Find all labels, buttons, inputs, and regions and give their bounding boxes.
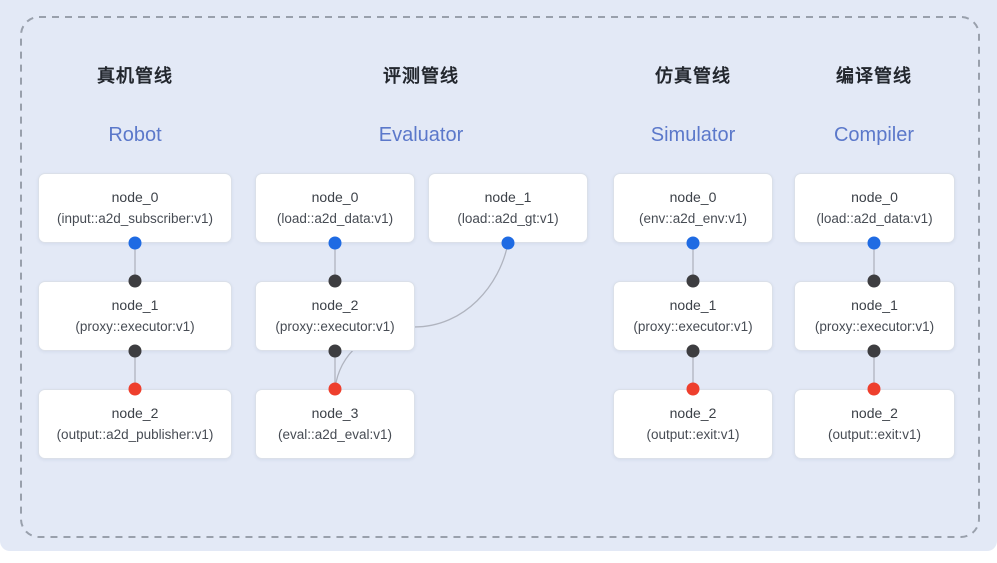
node-name: node_2: [851, 405, 898, 421]
node-detail: (proxy::executor:v1): [633, 319, 753, 334]
pipeline-header-compiler: 编译管线 Compiler: [764, 64, 984, 148]
pipeline-header-robot: 真机管线 Robot: [25, 64, 245, 148]
output-port-dot-blue: [128, 236, 142, 250]
node-box-robot-node-0: node_0 (input::a2d_subscriber:v1): [38, 173, 232, 243]
node-box-compiler-node-2: node_2 (output::exit:v1): [794, 389, 955, 459]
node-box-evaluator-node-3: node_3 (eval::a2d_eval:v1): [255, 389, 415, 459]
output-port-dot-blue: [867, 236, 881, 250]
node-name: node_2: [311, 297, 359, 313]
node-detail: (input::a2d_subscriber:v1): [56, 211, 214, 226]
node-detail: (load::a2d_gt:v1): [457, 211, 559, 226]
output-port-dot-blue: [686, 236, 700, 250]
pipeline-title-zh-evaluator: 评测管线: [383, 66, 459, 86]
node-box-simulator-node-1: node_1 (proxy::executor:v1): [613, 281, 773, 351]
input-port-dot-red: [128, 382, 142, 396]
input-port-dot-red: [686, 382, 700, 396]
pipeline-title-zh-robot: 真机管线: [97, 66, 173, 86]
node-box-simulator-node-2: node_2 (output::exit:v1): [613, 389, 773, 459]
node-name: node_1: [484, 189, 532, 205]
node-detail: (proxy::executor:v1): [75, 319, 195, 334]
node-name: node_1: [669, 297, 717, 313]
pipeline-title-en-simulator: Simulator: [650, 124, 736, 146]
input-port-dot-black: [128, 274, 142, 288]
node-box-evaluator-node-0: node_0 (load::a2d_data:v1): [255, 173, 415, 243]
input-port-dot-red: [328, 382, 342, 396]
output-port-dot-black: [128, 344, 142, 358]
node-name: node_0: [111, 189, 159, 205]
input-port-dot-black: [328, 274, 342, 288]
node-box-evaluator-node-2: node_2 (proxy::executor:v1): [255, 281, 415, 351]
output-port-dot-blue: [501, 236, 515, 250]
node-name: node_1: [851, 297, 898, 313]
node-box-simulator-node-0: node_0 (env::a2d_env:v1): [613, 173, 773, 243]
node-detail: (eval::a2d_eval:v1): [277, 427, 393, 442]
node-detail: (output::exit:v1): [827, 427, 922, 442]
pipeline-header-simulator: 仿真管线 Simulator: [583, 64, 803, 148]
node-detail: (output::exit:v1): [646, 427, 740, 442]
input-port-dot-red: [867, 382, 881, 396]
diagram-background-panel: [0, 0, 997, 551]
node-detail: (output::a2d_publisher:v1): [56, 427, 214, 442]
node-name: node_0: [851, 189, 898, 205]
node-name: node_0: [311, 189, 359, 205]
output-port-dot-blue: [328, 236, 342, 250]
node-detail: (env::a2d_env:v1): [638, 211, 748, 226]
pipeline-title-en-evaluator: Evaluator: [378, 124, 464, 146]
node-box-compiler-node-0: node_0 (load::a2d_data:v1): [794, 173, 955, 243]
output-port-dot-black: [867, 344, 881, 358]
node-detail: (proxy::executor:v1): [814, 319, 935, 334]
node-name: node_2: [669, 405, 717, 421]
node-box-evaluator-node-1: node_1 (load::a2d_gt:v1): [428, 173, 588, 243]
input-port-dot-black: [867, 274, 881, 288]
pipeline-header-evaluator: 评测管线 Evaluator: [311, 64, 531, 148]
node-detail: (proxy::executor:v1): [275, 319, 395, 334]
output-port-dot-black: [686, 344, 700, 358]
pipeline-title-en-compiler: Compiler: [833, 124, 915, 146]
dashed-border: [20, 16, 980, 538]
node-name: node_0: [669, 189, 717, 205]
node-detail: (load::a2d_data:v1): [816, 211, 933, 226]
node-box-robot-node-2: node_2 (output::a2d_publisher:v1): [38, 389, 232, 459]
pipeline-title-zh-compiler: 编译管线: [836, 66, 912, 86]
node-name: node_3: [311, 405, 359, 421]
node-box-compiler-node-1: node_1 (proxy::executor:v1): [794, 281, 955, 351]
node-name: node_1: [111, 297, 159, 313]
node-name: node_2: [111, 405, 159, 421]
input-port-dot-black: [686, 274, 700, 288]
pipeline-title-en-robot: Robot: [108, 124, 162, 146]
node-detail: (load::a2d_data:v1): [276, 211, 394, 226]
node-box-robot-node-1: node_1 (proxy::executor:v1): [38, 281, 232, 351]
pipeline-title-zh-simulator: 仿真管线: [655, 66, 731, 86]
output-port-dot-black: [328, 344, 342, 358]
